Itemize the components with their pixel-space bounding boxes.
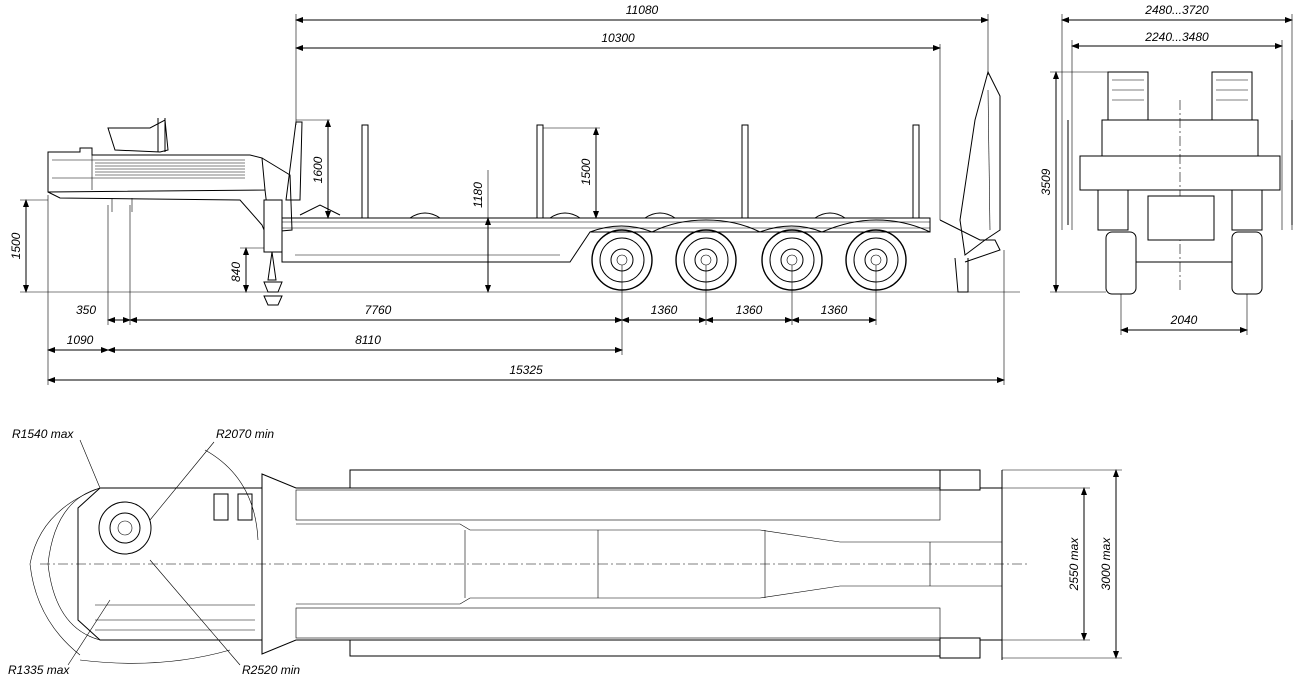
dim-height: 3509: [1039, 168, 1053, 195]
dim-axle3: 1360: [821, 303, 848, 317]
dim-1500-stake: 1500: [579, 158, 593, 185]
side-view: 11080 10300: [9, 3, 1020, 385]
dim-1090: 1090: [67, 333, 94, 347]
dim-350: 350: [76, 303, 96, 317]
dim-1500: 1500: [9, 232, 23, 259]
rear-view: 2480...3720 2240...3480 3509 2040: [1039, 3, 1293, 335]
dim-15325: 15325: [509, 363, 543, 377]
label-r2070: R2070 min: [216, 427, 274, 441]
wheels: [591, 229, 907, 291]
dim-3000: 3000 max: [1099, 537, 1113, 591]
dim-width-inner: 2240...3480: [1144, 30, 1209, 44]
label-r1540: R1540 max: [12, 427, 74, 441]
deck-stakes: [361, 124, 920, 219]
label-r1335: R1335 max: [8, 663, 70, 677]
dim-10300: 10300: [601, 31, 635, 45]
dim-track: 2040: [1170, 313, 1198, 327]
dim-7760: 7760: [365, 303, 392, 317]
dim-2550: 2550 max: [1067, 537, 1081, 592]
top-view: R1540 max R2070 min R1335 max R2520 min …: [8, 427, 1122, 677]
dim-axle2: 1360: [736, 303, 763, 317]
dim-axle1: 1360: [651, 303, 678, 317]
dim-width-outer: 2480...3720: [1144, 3, 1209, 17]
dim-8110: 8110: [355, 333, 381, 347]
label-r2520: R2520 min: [242, 663, 300, 677]
dim-1600: 1600: [311, 156, 325, 183]
dim-840: 840: [229, 262, 243, 282]
dim-11080: 11080: [626, 3, 659, 17]
dim-1180: 1180: [471, 182, 485, 208]
